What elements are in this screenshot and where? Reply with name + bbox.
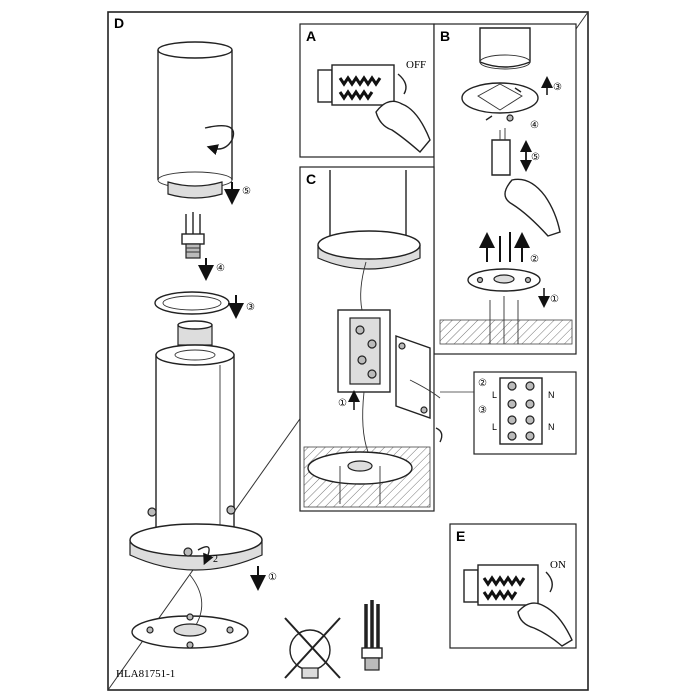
terminal-detail: ② ③ L N L N xyxy=(440,371,577,455)
step-b1: ① xyxy=(550,294,559,305)
terminal-n-bottom: N xyxy=(548,422,555,432)
step-d1: ① xyxy=(268,572,277,583)
terminal-l-top: L xyxy=(492,390,497,400)
step-d5: ⑤ xyxy=(242,186,251,197)
no-incandescent-bulb-icon xyxy=(284,617,341,679)
panel-b: B ③ ④ ⑤ ② xyxy=(433,23,577,355)
cfl-bulb-icon xyxy=(361,600,383,671)
step-c1: ① xyxy=(338,398,347,409)
circuit-breaker-e xyxy=(463,564,539,606)
gasket-ring xyxy=(154,291,230,315)
reflector-plate xyxy=(461,82,539,122)
base-plate: 2 xyxy=(129,505,263,571)
hand-e-icon xyxy=(517,602,573,647)
post-bottom-c xyxy=(317,170,421,270)
screws xyxy=(479,232,530,262)
post-bottom xyxy=(479,27,531,70)
glass-shade xyxy=(157,41,235,199)
panel-a: A OFF xyxy=(299,23,435,158)
step-d3: ③ xyxy=(246,302,255,313)
panel-e-label: E xyxy=(456,528,465,544)
step-arrow-d5: ⑤ xyxy=(224,182,251,205)
terminal-n-top: N xyxy=(548,390,555,400)
switch-off-label: OFF xyxy=(406,59,426,71)
step-d4: ④ xyxy=(216,263,225,274)
junction-box xyxy=(337,309,391,393)
mounting-plate-b xyxy=(467,268,541,292)
panel-d-label: D xyxy=(114,15,124,31)
step-b4: ④ xyxy=(530,120,539,131)
model-code: HLA81751-1 xyxy=(116,668,175,680)
panel-a-label: A xyxy=(306,28,316,44)
hand-b-icon xyxy=(504,178,561,237)
step-arrow-d1: ① xyxy=(250,566,277,591)
panel-c-label: C xyxy=(306,171,316,187)
panel-e: E ON xyxy=(449,523,577,649)
step-c3: ③ xyxy=(478,405,487,416)
driver-box xyxy=(491,128,511,176)
panel-b-label: B xyxy=(440,28,450,44)
step-c2: ② xyxy=(478,378,487,389)
hand-icon xyxy=(375,100,431,153)
switch-on-label: ON xyxy=(550,559,566,571)
bollard-post xyxy=(155,320,235,547)
step-arrow-d3: ③ xyxy=(228,295,255,319)
panel-c: C ① xyxy=(299,166,443,512)
step-b5: ⑤ xyxy=(531,152,540,163)
outer-frame xyxy=(107,11,589,691)
energy-saving-bulb-icon xyxy=(181,212,205,259)
step-b2: ② xyxy=(530,254,539,265)
mounting-base xyxy=(131,574,249,649)
ground-b xyxy=(439,296,573,345)
circuit-breaker xyxy=(317,64,395,106)
terminal-l-bottom: L xyxy=(492,422,497,432)
ground-c xyxy=(303,446,431,508)
cover-plate xyxy=(395,335,431,419)
panel-d: D ⑤ ④ ③ xyxy=(114,15,383,680)
step-b3: ③ xyxy=(553,82,562,93)
step-arrow-d4: ④ xyxy=(198,258,225,281)
svg-text:2: 2 xyxy=(213,554,218,565)
